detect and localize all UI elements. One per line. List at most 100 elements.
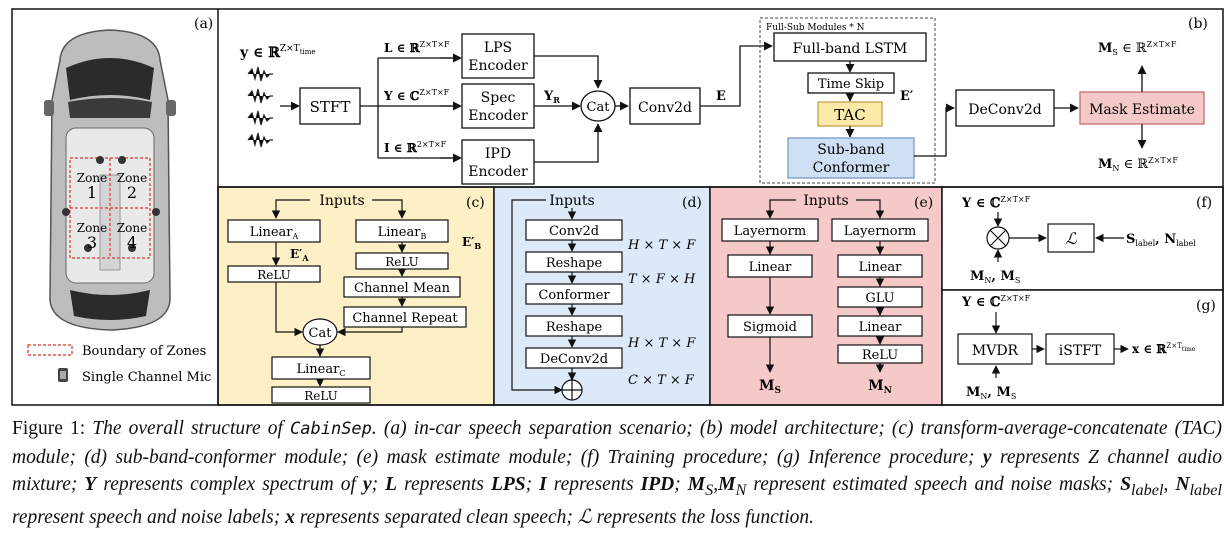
caption-text: . (a) in-car speech separation scenario;… [12,418,1222,468]
f-labels-input: Slabel, Nlabel [1126,232,1196,248]
caption-symbol: L [385,474,398,495]
e-mn-output: MN [868,378,892,396]
input-y: y ∈ ℝZ×Ttime [239,44,316,61]
y-input-label: Y ∈ ℂZ×T×F [383,88,450,103]
caption-subscript: S [705,480,714,499]
linear-a-block [227,219,321,243]
caption-symbol: y [362,474,372,495]
caption-symbol: y [982,446,992,468]
ipd-encoder-block [461,139,535,185]
caption-symbol: I [539,474,547,495]
caption-subscript: label [1189,480,1223,499]
caption-text: represents [546,474,641,495]
glu-label: GLU [865,291,894,306]
f-masks-input: MN, MS [970,269,1020,285]
time-skip-label: Time Skip [818,77,884,92]
cat-label-c: Cat [309,326,333,341]
e-prime-a-label: E′A [290,247,309,263]
full-band-lstm-label: Full-band LSTM [793,41,908,57]
g-y-input: Y ∈ ℂZ×T×F [961,294,1031,310]
d-conv2d-block [525,219,623,241]
channel-mean-label: Channel Mean [354,281,451,296]
e-prime-label: E′ [900,89,914,104]
sigmoid-label: Sigmoid [743,320,797,335]
caption-text: ; [674,474,688,495]
caption-symbol: x [285,507,295,529]
c-inputs-label: Inputs [319,193,364,209]
caption-label: Figure 1: [12,418,93,439]
d-reshape-1-label: Reshape [546,256,603,271]
mic-icon [58,368,68,382]
shape-label-2: T × F × H [628,272,696,287]
panel-label-a: (a) [194,16,213,32]
loss-label: ℒ [1065,229,1077,248]
legend-boundary-swatch [27,344,73,356]
d-reshape-2-label: Reshape [546,320,603,335]
caption-text: represent speech and noise labels; [12,507,286,529]
caption-text: , [713,474,719,495]
mn-output-label: MN ∈ ℝZ×T×F [1098,156,1178,173]
layernorm-2-label: Layernorm [844,224,916,239]
panel-label-b: (b) [1188,16,1208,32]
linear-c-label: LinearC [297,362,346,378]
ms-output-label: MS ∈ ℝZ×T×F [1098,40,1177,57]
linear-a-label: LinearA [250,225,299,241]
d-deconv2d-block [525,347,623,369]
caption-symbol: LPS [490,474,526,495]
relu-b-label: ReLU [385,255,419,269]
g-masks-input: MN, MS [966,385,1016,401]
caption-subscript: N [735,480,747,499]
spec-encoder-block [461,83,535,129]
caption-text: represents [397,474,491,495]
yr-label: YR [543,89,560,105]
caption-text: ; [525,474,540,495]
relu-c-block [271,386,371,404]
multiply-node-icon [986,226,1010,250]
mvdr-label: MVDR [972,343,1019,359]
legend-mic-label: Single Channel Mic [82,370,211,385]
d-conformer-label: Conformer [538,288,610,303]
panel-label-g: (g) [1196,298,1216,314]
relu-a-block [227,265,321,283]
mask-estimate-block [1079,91,1205,125]
caption-symbol: S [1120,474,1132,495]
deconv2d-label: DeConv2d [968,102,1041,118]
figure-caption: Figure 1: The overall structure of Cabin… [12,415,1222,532]
add-node-icon [561,379,583,401]
e-linear-3-label: Linear [859,320,903,335]
panel-label-e: (e) [914,195,933,211]
e-inputs-label: Inputs [803,193,848,209]
linear-b-label: LinearB [378,225,427,241]
shape-label-3: H × T × F [627,336,696,351]
caption-text: The overall structure of [92,418,291,439]
d-reshape-1-block [525,251,623,273]
d-inputs-label: Inputs [549,193,594,209]
full-sub-modules-box [759,17,936,184]
conv2d-label: Conv2d [638,100,692,116]
lps-encoder-block [461,33,535,79]
caption-text: represents separated clean speech; [294,507,578,529]
waveform-icons [247,66,273,148]
panel-label-f: (f) [1196,195,1212,211]
caption-symbol: ℒ [577,507,592,529]
full-band-lstm-block [773,32,927,62]
f-y-input: Y ∈ ℂZ×T×F [961,195,1031,211]
e-ms-output: MS [759,378,781,396]
caption-symbol: M [687,474,706,495]
g-x-output: x ∈ ℝZ×Ttime [1132,342,1196,356]
stft-block [299,87,361,125]
tac-label: TAC [834,106,866,124]
panel-label-c: (c) [466,195,485,211]
istft-label: iSTFT [1059,343,1102,359]
cat-label-b: Cat [587,100,611,115]
mask-estimate-label: Mask Estimate [1089,102,1195,118]
channel-repeat-block [343,306,467,328]
caption-text: represent estimated speech and noise mas… [746,474,1121,495]
